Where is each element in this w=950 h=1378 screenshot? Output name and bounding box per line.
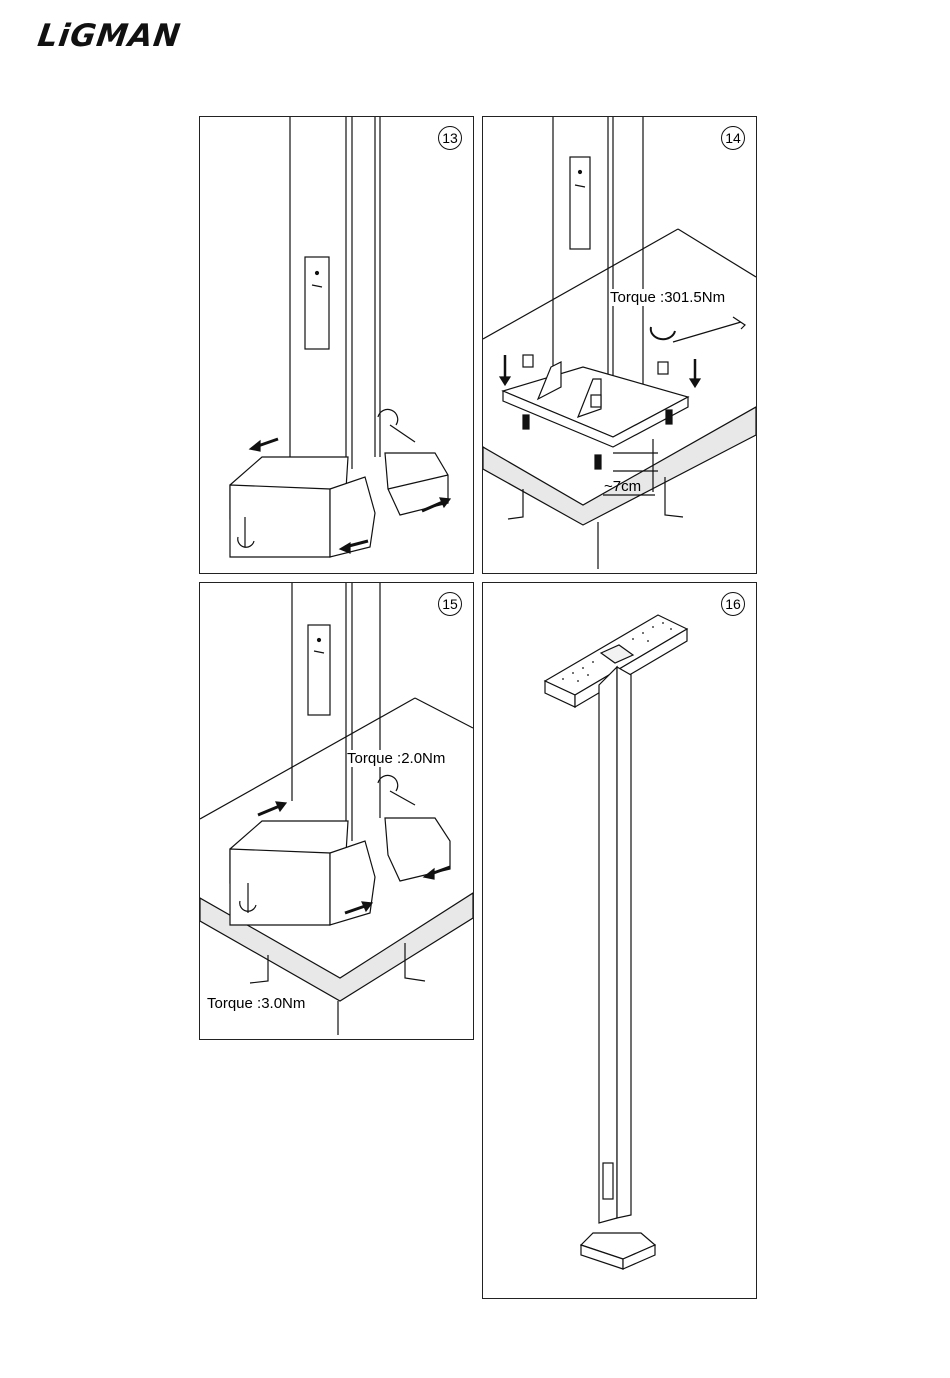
step-number-badge: 14 (721, 126, 745, 150)
step-14-panel: 14 Torque :301.5Nm ~7cm (482, 116, 757, 574)
step-15-panel: 15 Torque :2.0Nm Torque :3.0Nm (199, 582, 474, 1040)
step-13-illustration (200, 117, 473, 573)
torque-label-top: Torque :2.0Nm (347, 750, 445, 767)
dimension-label: ~7cm (604, 478, 641, 495)
brand-logo: LiGMAN (38, 18, 228, 52)
step-number-badge: 13 (438, 126, 462, 150)
torque-label: Torque :301.5Nm (610, 289, 725, 306)
step-number-badge: 16 (721, 592, 745, 616)
step-16-panel: 16 (482, 582, 757, 1299)
step-16-illustration (483, 583, 756, 1298)
step-15-illustration (200, 583, 473, 1039)
torque-label-bottom: Torque :3.0Nm (207, 995, 305, 1012)
step-13-panel: 13 (199, 116, 474, 574)
step-14-illustration (483, 117, 756, 573)
step-number-badge: 15 (438, 592, 462, 616)
brand-logo-text: LiGMAN (35, 18, 183, 54)
